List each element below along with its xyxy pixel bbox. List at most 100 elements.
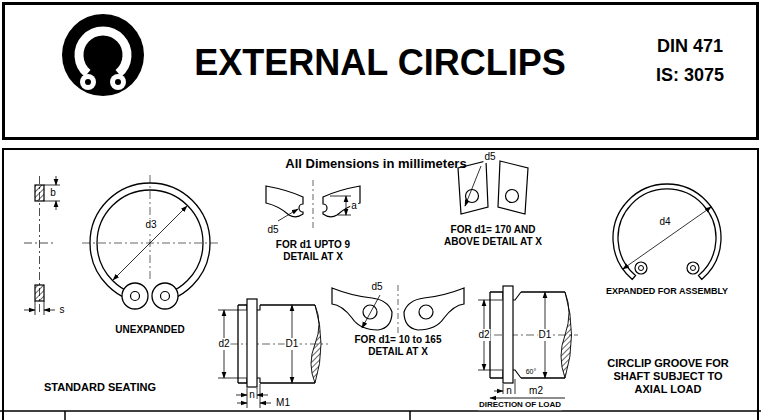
axial-load-groove — [478, 335, 578, 336]
expanded-circlip — [639, 266, 644, 271]
dimension-label: d5 — [483, 151, 496, 163]
unexpanded-circlip — [131, 292, 140, 301]
lug-detail-large — [506, 190, 519, 203]
expanded-circlip — [635, 262, 647, 274]
unexpanded-circlip — [161, 292, 170, 301]
lug-detail-medium — [362, 295, 380, 328]
table-rule — [409, 411, 411, 420]
standard-seating — [247, 299, 257, 387]
axial-load-groove — [478, 286, 578, 398]
axial-load-groove — [561, 292, 572, 378]
lug-detail-medium — [398, 285, 399, 333]
section-view — [35, 301, 36, 315]
unexpanded-circlip — [113, 206, 187, 280]
circlip-logo — [85, 79, 91, 85]
lug-detail-medium — [363, 305, 377, 319]
standard-seating — [237, 403, 247, 404]
expanded-circlip — [687, 262, 699, 274]
table-rule — [0, 410, 761, 412]
lug-detail-large — [498, 161, 528, 214]
standard-mark: IS: 3075 — [656, 65, 724, 87]
circlip-logo — [115, 79, 121, 85]
standard-seating — [218, 378, 246, 379]
lug-detail-medium — [332, 288, 392, 330]
lug-detail-large — [458, 161, 528, 214]
unexpanded-circlip — [122, 283, 148, 309]
view-caption: STANDARD SEATING — [43, 381, 157, 394]
section-view — [44, 185, 60, 186]
dimension-label: d3 — [144, 219, 157, 231]
circlip-logo — [80, 74, 96, 90]
load-direction-label: DIRECTION OF LOAD — [478, 400, 562, 410]
dimension-label: D1 — [538, 329, 553, 341]
angle-label: 60° — [525, 368, 538, 376]
panel-note: All Dimensions in millimeters — [285, 156, 466, 172]
axial-load-groove — [490, 398, 565, 399]
lug-detail-small — [313, 180, 314, 228]
dimension-label: b — [49, 187, 57, 199]
axial-load-groove — [503, 286, 513, 383]
dimension-label: n — [248, 389, 256, 401]
lug-detail-small — [330, 196, 351, 197]
section-view — [56, 176, 57, 185]
dimension-label: d5 — [370, 281, 383, 293]
expanded-circlip — [613, 184, 721, 279]
section-view — [24, 243, 56, 244]
unexpanded-circlip — [82, 175, 218, 310]
dimension-label: d2 — [217, 338, 230, 350]
title-text: EXTERNAL CIRCLIPS — [194, 41, 565, 84]
standard-seating — [257, 395, 268, 396]
circlip-logo — [79, 31, 127, 73]
axial-load-groove — [478, 370, 502, 371]
lug-detail-small — [266, 180, 360, 228]
section-view — [44, 201, 60, 202]
dimension-label: m2 — [528, 385, 544, 397]
dimension-label: s — [59, 304, 66, 316]
expanded-circlip — [691, 266, 696, 271]
expanded-circlip — [613, 184, 721, 279]
standard-seating — [230, 344, 328, 345]
section-view — [44, 301, 45, 315]
circlip-logo — [110, 74, 126, 90]
standard-seating — [236, 395, 247, 396]
lug-detail-small — [323, 186, 360, 217]
section-view — [24, 176, 60, 315]
standard-seating — [257, 388, 258, 399]
dimension-label: d2 — [477, 329, 490, 341]
dimension-label: d4 — [658, 216, 671, 228]
header-box: EXTERNAL CIRCLIPS DIN 471IS: 3075 — [2, 2, 759, 140]
expanded-circlip — [623, 207, 711, 269]
standard-seating — [311, 305, 321, 383]
standard-seating — [260, 403, 271, 404]
detail-caption: FOR d1= 10 to 165 DETAIL AT X — [347, 334, 449, 358]
section-view — [39, 176, 40, 312]
dimension-label: a — [350, 200, 358, 212]
lug-detail-small — [278, 209, 298, 221]
axial-load-groove — [478, 300, 502, 301]
circlip-logo — [62, 14, 144, 96]
dimension-label: d5 — [266, 224, 279, 236]
standard-mark: DIN 471 — [657, 36, 723, 58]
section-view — [24, 310, 35, 311]
view-caption: CIRCLIP GROOVE FOR SHAFT SUBJECT TO AXIA… — [602, 357, 734, 397]
lug-detail-medium — [332, 285, 464, 333]
unexpanded-circlip — [152, 283, 178, 309]
dimension-label: M1 — [275, 397, 291, 409]
drawing-panel: All Dimensions in millimeters — [2, 148, 759, 420]
section-view — [56, 201, 57, 210]
axial-load-groove — [503, 384, 504, 394]
table-rule — [0, 411, 761, 420]
lug-detail-medium — [419, 305, 433, 319]
section-view — [44, 310, 55, 311]
dimension-label: D1 — [285, 338, 300, 350]
lug-detail-large — [465, 166, 481, 206]
view-caption: UNEXPANDED — [114, 324, 185, 336]
view-caption: EXPANDED FOR ASSEMBLY — [605, 286, 729, 297]
dimension-label: n — [505, 385, 513, 397]
lug-detail-small — [338, 215, 351, 216]
standard-seating — [218, 299, 328, 408]
lug-detail-small — [266, 186, 303, 217]
detail-caption: FOR d1 UPTO 9 DETAIL AT X — [267, 239, 359, 263]
detail-caption: FOR d1= 170 AND ABOVE DETAIL AT X — [438, 224, 548, 248]
